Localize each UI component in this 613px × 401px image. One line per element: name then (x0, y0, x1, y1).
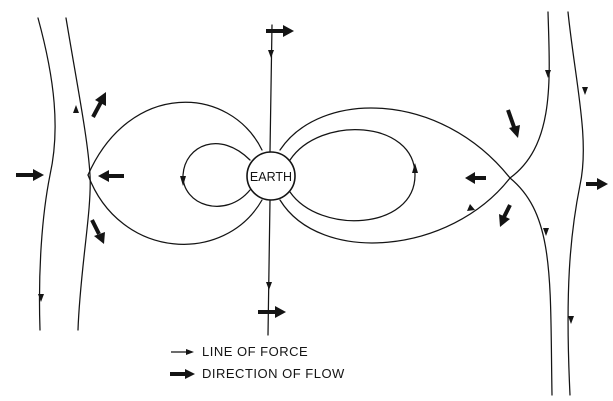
right-outer-line-2 (567, 11, 584, 396)
arrowhead-right-outer-top (545, 70, 551, 78)
small-arrow-icon (171, 349, 194, 355)
earth: EARTH (246, 151, 296, 201)
closed-field-loops (87, 101, 511, 245)
legend: LINE OF FORCE DIRECTION OF FLOW (168, 344, 428, 388)
arrowhead-right-outer-2 (582, 87, 588, 95)
arrowhead-left-outer-2 (73, 105, 79, 113)
arrowhead-right-loop-bottom (467, 204, 475, 211)
flow-arrow-left-upper (91, 92, 106, 118)
legend-label-line-of-force: LINE OF FORCE (202, 344, 309, 359)
flow-arrow-top (266, 25, 294, 37)
flow-arrow-left-lower (90, 219, 105, 244)
left-outer-line-1 (37, 17, 56, 331)
arrowhead-right-inner-loop (412, 163, 418, 173)
arrowhead-right-outer-bottom (543, 228, 549, 236)
right-outer-field-lines (508, 11, 584, 396)
arrowhead-polar-bottom (266, 282, 272, 290)
legend-label-direction-of-flow: DIRECTION OF FLOW (202, 366, 345, 381)
right-large-loop-top (279, 107, 511, 179)
flow-arrow-left-in (16, 169, 44, 181)
arrowhead-left-inner-loop (180, 176, 186, 186)
left-outer-field-lines (37, 17, 91, 331)
flow-arrow-bottom (258, 306, 286, 318)
earth-label: EARTH (250, 170, 292, 184)
right-inner-loop (289, 129, 416, 222)
direction-of-flow-arrows (16, 25, 608, 318)
left-large-loop-top (87, 101, 263, 176)
left-large-loop-bottom (87, 174, 263, 245)
left-outer-line-2 (65, 17, 91, 331)
left-inner-loop (182, 143, 251, 207)
flow-arrow-right-upper (506, 109, 520, 138)
line-of-force-arrowheads (38, 50, 588, 324)
bold-arrow-icon (170, 369, 195, 379)
arrowhead-polar-top (268, 50, 274, 58)
flow-arrow-left-center (98, 170, 124, 182)
flow-arrow-right-out (586, 178, 608, 190)
right-outer-line-1 (508, 11, 553, 396)
flow-arrow-right-lower (499, 204, 512, 227)
right-large-loop-bottom (279, 177, 511, 244)
earth-circle (246, 151, 296, 201)
arrowhead-right-outer-2b (568, 316, 574, 324)
flow-arrow-right-center (465, 172, 486, 184)
arrowhead-left-outer-1 (38, 294, 44, 302)
